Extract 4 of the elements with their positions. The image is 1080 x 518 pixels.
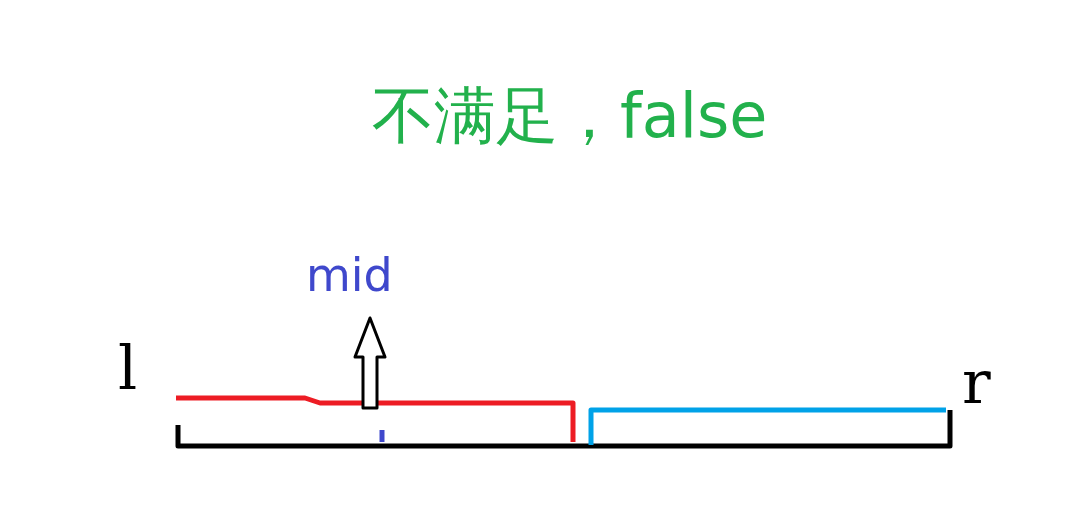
variable-label: mid (306, 252, 393, 298)
title: 不满足，false (372, 85, 768, 147)
variable-label: l (118, 338, 138, 398)
variable-label: r (962, 352, 991, 412)
